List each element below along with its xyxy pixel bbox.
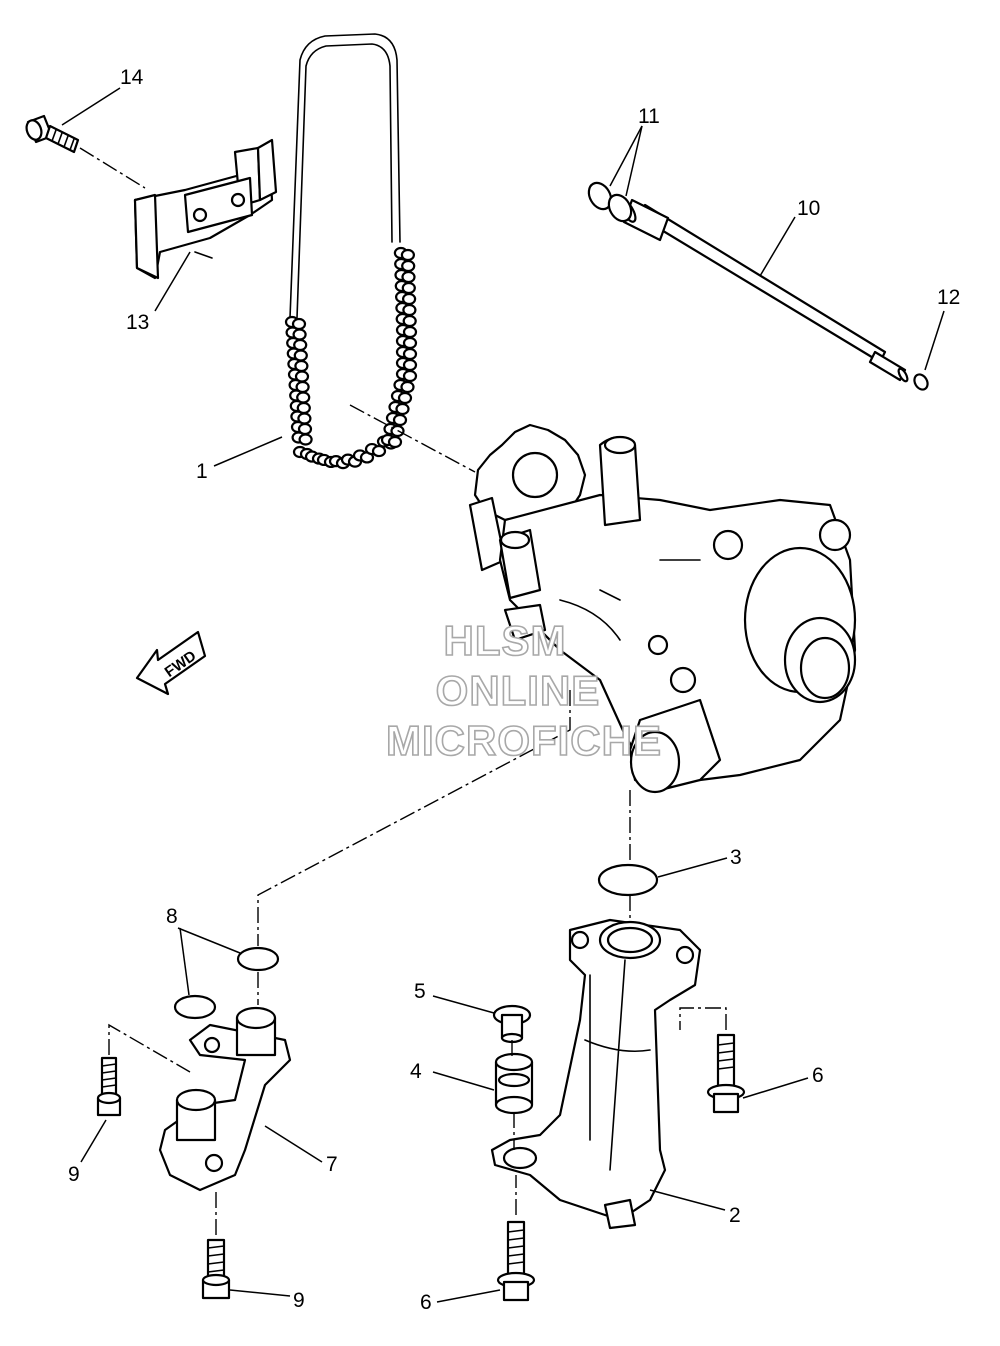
callout-7: 7 xyxy=(326,1153,338,1176)
callout-4-or-5: 5 xyxy=(414,980,426,1003)
callout-13: 13 xyxy=(126,311,149,334)
chain-link xyxy=(400,248,415,262)
callout-1: 1 xyxy=(196,460,208,483)
chain-link xyxy=(397,391,413,405)
chain-link xyxy=(402,358,418,372)
bolt-9-left xyxy=(96,1023,191,1117)
oil-pipe xyxy=(619,198,909,383)
chain-link xyxy=(400,380,415,394)
chain-link xyxy=(395,402,410,416)
chain-link xyxy=(371,444,387,458)
watermark-line-1: HLSM xyxy=(444,617,567,664)
chain-link xyxy=(298,433,313,446)
oil-pipe-7 xyxy=(158,1006,292,1192)
callout-6-right: 6 xyxy=(812,1064,824,1087)
chain-link xyxy=(402,303,417,317)
callout-labels: 1 2 3 5 4 6 6 7 8 9 9 10 11 12 13 14 xyxy=(68,66,960,1314)
guide-bolt xyxy=(25,114,146,189)
watermark: HLSM ONLINE MICROFICHE xyxy=(385,616,662,765)
oil-pump-assembly xyxy=(468,423,857,794)
chain-link xyxy=(387,435,403,449)
oring-12 xyxy=(913,373,929,391)
watermark-line-3: MICROFICHE xyxy=(386,717,662,764)
callout-10: 10 xyxy=(797,197,820,220)
bolt-6-right xyxy=(679,1007,746,1114)
bolt-9-bottom xyxy=(201,1190,231,1300)
chain-link xyxy=(392,413,408,427)
chain-link xyxy=(401,270,416,284)
callout-8: 8 xyxy=(166,905,178,928)
oring-8 xyxy=(173,946,280,1020)
chain-to-sprocket-line xyxy=(349,404,476,473)
damper-4 xyxy=(494,1052,534,1115)
callout-12: 12 xyxy=(937,286,960,309)
bolt-6-bottom xyxy=(496,1175,536,1302)
chain-link xyxy=(401,259,416,273)
chain-link xyxy=(402,347,418,361)
chain-link xyxy=(402,336,418,350)
callout-6-bottom: 6 xyxy=(420,1291,432,1314)
oring-3 xyxy=(597,863,659,897)
callout-11: 11 xyxy=(638,105,660,128)
callout-2: 2 xyxy=(729,1204,741,1227)
callout-14: 14 xyxy=(120,66,144,89)
callout-4: 4 xyxy=(410,1060,422,1083)
leader-lines xyxy=(61,87,945,1303)
callout-3: 3 xyxy=(730,846,742,869)
chain-link xyxy=(401,281,416,295)
callout-9-bottom: 9 xyxy=(293,1289,305,1312)
chain-guide xyxy=(133,138,278,280)
chain-link xyxy=(402,314,417,328)
drive-chain xyxy=(284,33,418,470)
oring-11 xyxy=(587,181,633,223)
chain-link xyxy=(402,325,418,339)
oil-strainer-pipe xyxy=(490,918,702,1230)
forward-direction-arrow: FWD xyxy=(135,630,207,696)
chain-link xyxy=(402,292,417,306)
watermark-line-2: ONLINE xyxy=(436,667,601,714)
callout-9-left: 9 xyxy=(68,1163,80,1186)
collar-5 xyxy=(492,1004,532,1044)
chain-link xyxy=(402,369,418,383)
pipe7-to-pump-line xyxy=(257,690,571,946)
